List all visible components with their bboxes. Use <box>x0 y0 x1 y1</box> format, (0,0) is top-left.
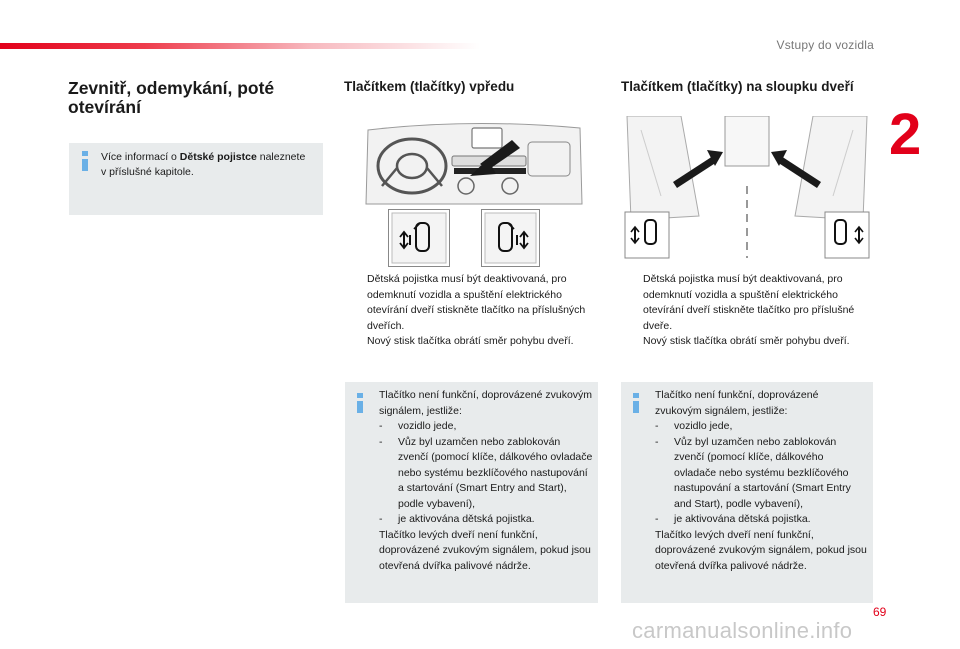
child-lock-link-text: Dětské pojistce <box>179 151 257 163</box>
door-pillar-illustration <box>621 116 873 262</box>
list-item: Dětská pojistka musí být deaktivovaná, p… <box>367 273 586 332</box>
list-item: -vozidlo jede, <box>379 420 457 432</box>
list-item: Nový stisk tlačítka obrátí směr pohybu d… <box>367 335 574 347</box>
note-intro: Tlačítko není funkční, doprovázené zvuko… <box>655 389 819 417</box>
section-title: Vstupy do vozidla <box>776 38 874 52</box>
note-intro: Tlačítko není funkční, doprovázené zvuko… <box>379 389 593 417</box>
door-button-icon <box>481 209 540 267</box>
header-accent-bar <box>0 43 480 49</box>
list-item: -vozidlo jede, <box>655 420 733 432</box>
list-item: Nový stisk tlačítka obrátí směr pohybu d… <box>643 335 850 347</box>
list-item: -je aktivována dětská pojistka. <box>655 513 811 525</box>
front-buttons-note: Tlačítko není funkční, doprovázené zvuko… <box>345 382 598 603</box>
list-item: -Vůz byl uzamčen nebo zablokován zvenčí … <box>379 435 593 510</box>
pillar-buttons-title: Tlačítkem (tlačítky) na sloupku dveří <box>621 79 854 94</box>
front-buttons-instructions: Dětská pojistka musí být deaktivovaná, p… <box>345 272 600 350</box>
page-number: 69 <box>873 605 887 619</box>
list-item: -je aktivována dětská pojistka. <box>379 513 535 525</box>
dashboard-illustration <box>360 116 588 208</box>
page-title: Zevnitř, odemykání, poté otevírání <box>68 78 275 117</box>
pillar-buttons-instructions: Dětská pojistka musí být deaktivovaná, p… <box>621 272 873 350</box>
list-item: Dětská pojistka musí být deaktivovaná, p… <box>643 273 855 332</box>
list-item: -Vůz byl uzamčen nebo zablokován zvenčí … <box>655 435 851 510</box>
note-outro: Tlačítko levých dveří není funkční, dopr… <box>655 528 867 572</box>
child-lock-note: Více informací o Dětské pojistce nalezne… <box>69 143 323 215</box>
door-button-icon <box>388 209 450 267</box>
note-outro: Tlačítko levých dveří není funkční, dopr… <box>379 528 591 572</box>
chapter-number: 2 <box>889 102 922 167</box>
pillar-buttons-note: Tlačítko není funkční, doprovázené zvuko… <box>621 382 873 603</box>
front-buttons-title: Tlačítkem (tlačítky) vpředu <box>344 79 515 94</box>
watermark: carmanualsonline.info <box>632 618 853 643</box>
child-lock-note-text: Více informací o Dětské pojistce nalezne… <box>101 151 306 178</box>
